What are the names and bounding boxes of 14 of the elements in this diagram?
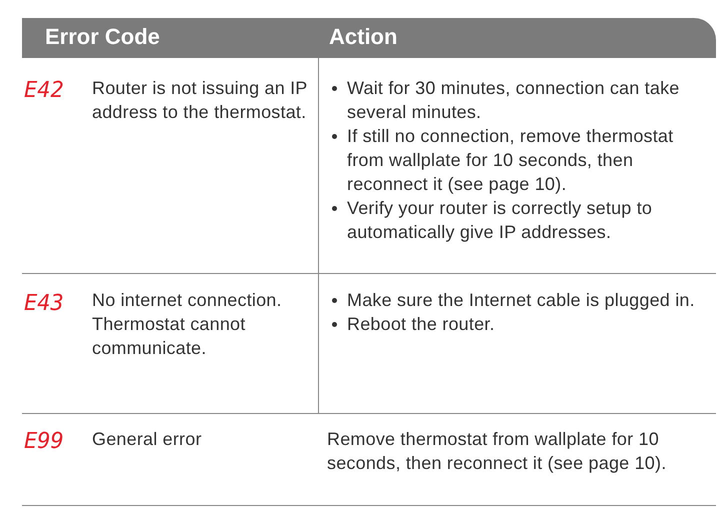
error-code: E42 <box>24 78 65 103</box>
table-text: No internet connection. Thermostat cannot communicate. <box>92 289 283 360</box>
table-text: General error <box>92 428 203 451</box>
list-item: Make sure the Internet cable is plugged in. <box>347 290 695 310</box>
column-header: Error Code <box>45 24 161 50</box>
column-header: Action <box>329 24 398 50</box>
table-text: Router is not issuing an IP address to the thermostat. <box>92 77 308 124</box>
error-code: E43 <box>24 291 65 316</box>
list-item: If still no connection, remove thermostat from wallplate for 10 seconds, then reconnect it (see page 10). <box>347 126 674 194</box>
list-item: Wait for 30 minutes, connection can take several minutes. <box>347 78 680 122</box>
error-code: E99 <box>24 429 65 454</box>
list-item: Verify your router is correctly setup to automatically give IP addresses. <box>347 198 652 242</box>
list-item: Reboot the router. <box>347 314 495 334</box>
table-text: Remove thermostat from wallplate for 10 seconds, then reconnect it (see page 10). <box>327 428 668 475</box>
